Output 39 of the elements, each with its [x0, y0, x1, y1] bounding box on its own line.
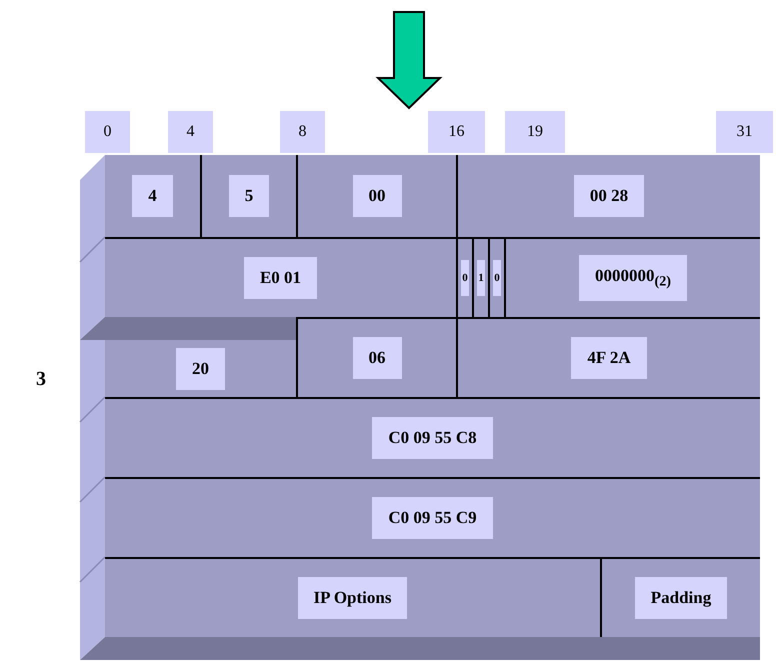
bit-position: 16 — [428, 111, 485, 153]
field-value: IP Options — [298, 577, 408, 619]
field-cell — [456, 237, 472, 317]
field-value: 4 — [132, 175, 173, 217]
field-cell — [105, 155, 200, 237]
field-value: 00 28 — [574, 175, 644, 217]
field-cell — [504, 237, 760, 317]
field-cell — [456, 317, 760, 397]
bit-position: 31 — [716, 111, 773, 153]
field-cell — [296, 317, 456, 397]
field-cell — [296, 155, 456, 237]
bit-position: 8 — [280, 111, 325, 153]
field-value: C0 09 55 C9 — [372, 497, 493, 539]
field-value: 0 — [493, 260, 501, 296]
field-cell — [600, 557, 760, 637]
bit-position: 4 — [168, 111, 213, 153]
field-value: 0000000$_{(2)}$ — [578, 254, 687, 302]
field-cell — [105, 340, 296, 397]
side-number: 3 — [36, 368, 46, 391]
field-cell — [472, 237, 488, 317]
field-value: 4F 2A — [571, 337, 647, 379]
field-value: 0 — [461, 260, 469, 296]
field-value: C0 09 55 C8 — [372, 417, 493, 459]
field-cell — [105, 477, 760, 557]
bit-position: 0 — [85, 111, 130, 153]
field-value: 06 — [352, 337, 402, 379]
field-cell — [456, 155, 760, 237]
field-cell — [105, 397, 760, 477]
field-cell — [200, 155, 296, 237]
field-value: 00 — [352, 175, 402, 217]
field-value: Padding — [634, 577, 728, 619]
field-cell — [105, 237, 456, 317]
field-cell — [488, 237, 504, 317]
field-value: 1 — [477, 260, 485, 296]
bit-position: 19 — [505, 111, 565, 153]
field-cell — [105, 557, 600, 637]
field-value: 5 — [228, 175, 270, 217]
field-value: E0 01 — [244, 257, 318, 299]
field-value: 20 — [176, 348, 225, 390]
